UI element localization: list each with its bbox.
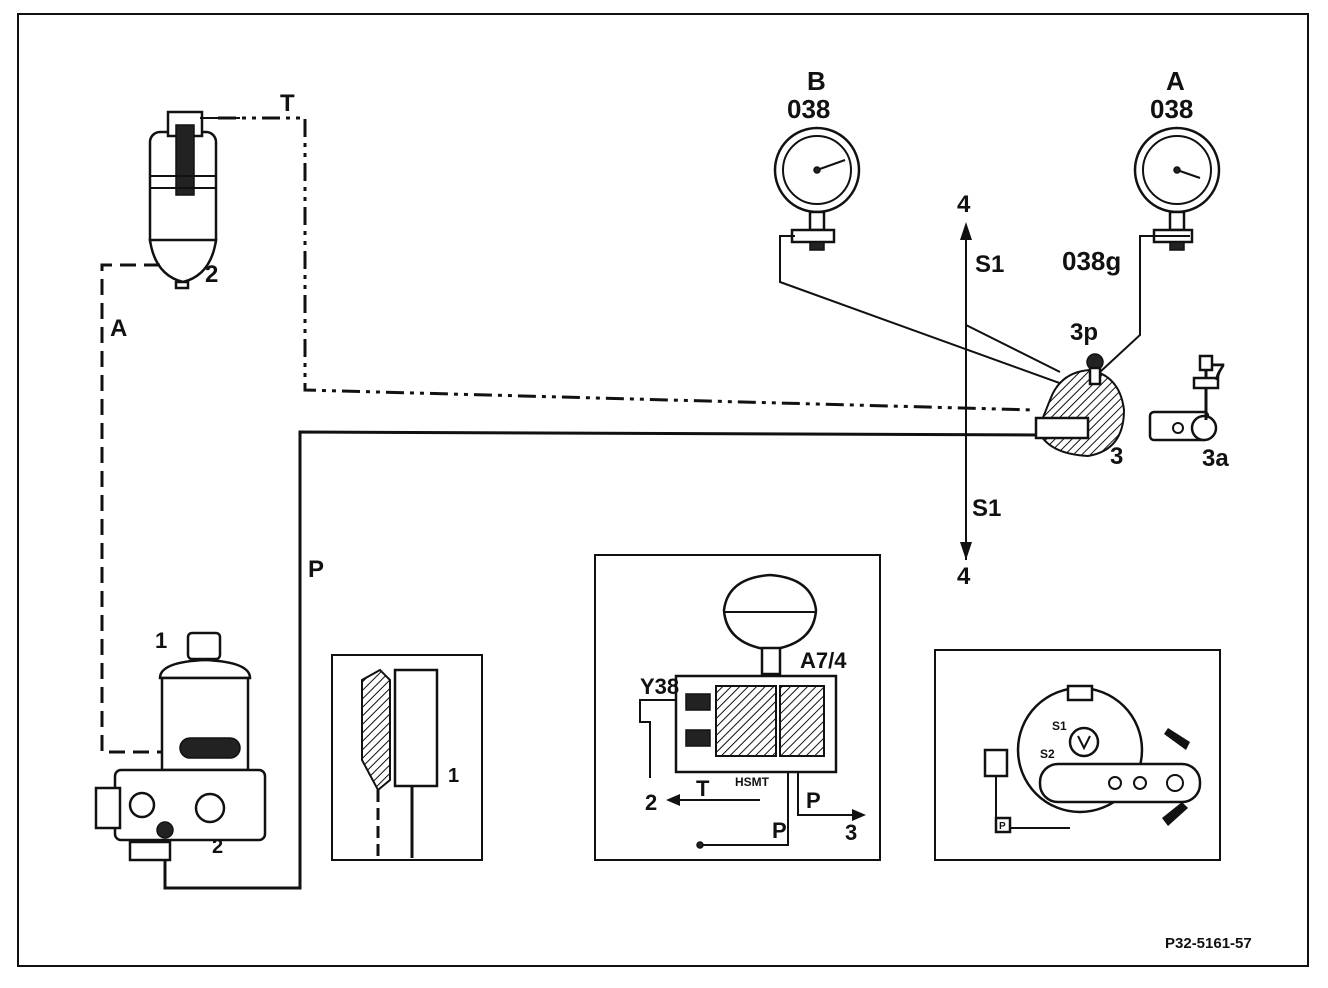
label-reservoir-2: 2 [205,261,218,288]
expansion-reservoir [148,110,240,290]
inset2-outlet-line [797,772,860,816]
arrow-down-head [960,542,972,560]
pressure-gauge-a [1133,126,1221,251]
inset3-label-p: P [999,821,1006,832]
pressure-line-p [163,430,1041,890]
link-rod-7 [1192,354,1220,420]
label-line-a: A [110,315,127,342]
inset2-label-2: 2 [645,790,657,815]
label-pump-1: 1 [155,628,167,653]
label-valve-3p: 3p [1070,319,1098,346]
power-steering-pump [94,631,267,862]
gauge-a-letter: A [1166,66,1185,96]
inset1-sensor [361,668,439,858]
inset3-valve-lever [983,684,1202,834]
control-valve-3 [1034,353,1126,458]
inset3-label-s2: S2 [1040,747,1055,761]
inset2-label-p-bottom: P [772,818,787,843]
pressure-gauge-b [773,126,861,251]
inset3-label-s1: S1 [1052,719,1067,733]
label-line-t: T [280,90,295,117]
inset2-accumulator-valve [639,573,838,778]
arrow-up-head [960,222,972,240]
lever-3a [1148,410,1218,442]
label-valve-3: 3 [1110,443,1123,470]
inset2-label-p-right: P [806,788,821,813]
gauge-b-hose [779,235,1066,386]
inset2-label-3: 3 [845,820,857,845]
inset2-label-y38: Y38 [640,674,679,699]
inset1-label-1: 1 [448,765,459,787]
inset-box-2 [594,554,881,861]
gauge-b-letter: B [807,66,826,96]
inset-box-3 [934,649,1221,861]
label-arrow-down-s1: S1 [972,495,1001,522]
gauge-a-code: 038 [1150,94,1193,124]
inset2-return-arrow-head [666,794,680,806]
inset2-label-a74: A7/4 [800,648,847,673]
inset2-label-hsmt: HSMT [735,775,770,789]
inset2-pressure-line [700,772,789,846]
gauge-b-code: 038 [787,94,830,124]
outer-frame [17,13,1309,967]
inset2-label-t: T [696,776,710,801]
label-line-p: P [308,556,324,583]
inset2-pressure-port [696,841,704,849]
s1-diagonal-line [965,324,1061,373]
label-tee-038g: 038g [1062,246,1121,276]
inset2-outlet-arrow-head [852,809,866,821]
label-part-7: 7 [1212,359,1225,386]
label-arrow-up-s1: S1 [975,251,1004,278]
inset3-arrow-down [1162,802,1188,826]
suction-line-a [100,263,178,754]
gauge-a-hose [1099,235,1190,373]
label-arrow-down-4: 4 [957,563,971,590]
inset-box-1 [331,654,483,861]
label-lever-3a: 3a [1202,445,1229,472]
return-line-t [218,116,1036,412]
label-arrow-up-4: 4 [957,191,971,218]
figure-code: P32-5161-57 [1165,935,1252,952]
label-pump-2: 2 [212,836,223,858]
inset3-arrow-up [1164,728,1190,750]
